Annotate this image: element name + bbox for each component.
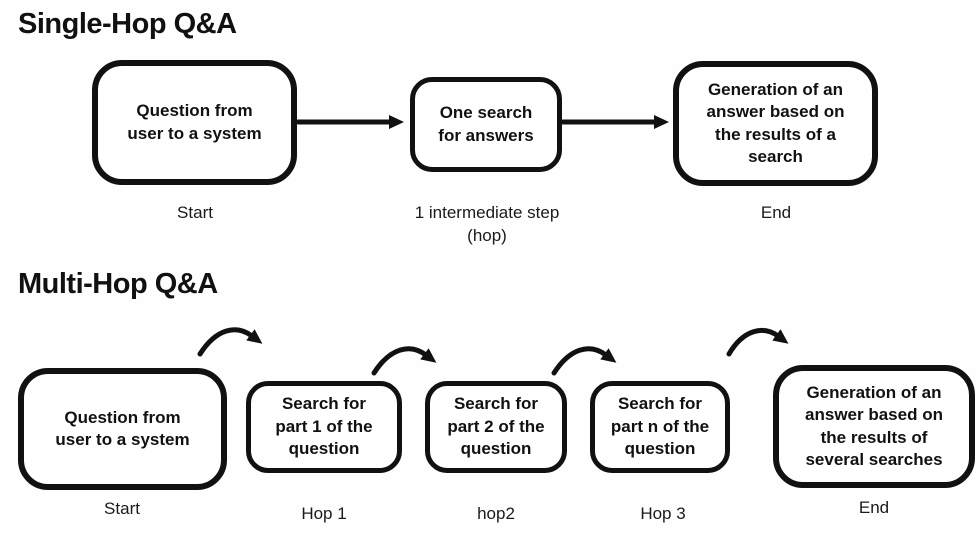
multi-hop-box-search-n: Search for part n of the question bbox=[590, 381, 730, 473]
multi-hop-box-question: Question from user to a system bbox=[18, 368, 227, 490]
single-hop-box-search: One search for answers bbox=[410, 77, 562, 172]
label-hop-1: Hop 1 bbox=[301, 504, 347, 523]
label-end: End bbox=[858, 498, 890, 517]
curved-arrow-icon bbox=[371, 346, 437, 376]
single-hop-title: Single-Hop Q&A bbox=[18, 8, 237, 40]
box-text: Question from user to a system bbox=[55, 407, 190, 449]
box-text: One search for answers bbox=[438, 103, 534, 145]
single-hop-box-question: Question from user to a system bbox=[92, 60, 297, 185]
multi-hop-box-search-2: Search for part 2 of the question bbox=[425, 381, 567, 473]
arrow-right-icon bbox=[560, 115, 669, 129]
label-hop-2: hop2 bbox=[477, 504, 515, 523]
box-text: Search for part 1 of the question bbox=[275, 394, 373, 459]
label-end: End bbox=[760, 203, 792, 222]
multi-hop-box-generation: Generation of an answer based on the res… bbox=[773, 365, 975, 488]
box-text: Question from user to a system bbox=[127, 101, 262, 143]
multi-hop-title: Multi-Hop Q&A bbox=[18, 268, 218, 300]
label-hop-3: Hop 3 bbox=[640, 504, 686, 523]
box-text: Generation of an answer based on the res… bbox=[805, 382, 943, 469]
box-text: Search for part n of the question bbox=[610, 394, 710, 459]
curved-arrow-icon bbox=[551, 346, 617, 376]
label-start: Start bbox=[104, 499, 140, 518]
label-intermediate-step: 1 intermediate step (hop) bbox=[414, 203, 560, 245]
curved-arrow-icon bbox=[726, 327, 789, 357]
single-hop-box-generation: Generation of an answer based on the res… bbox=[673, 61, 878, 186]
curved-arrow-icon bbox=[197, 327, 263, 357]
multi-hop-box-search-1: Search for part 1 of the question bbox=[246, 381, 402, 473]
arrow-right-icon bbox=[295, 115, 404, 129]
box-text: Generation of an answer based on the res… bbox=[706, 79, 845, 166]
box-text: Search for part 2 of the question bbox=[447, 394, 545, 459]
label-start: Start bbox=[177, 203, 213, 222]
